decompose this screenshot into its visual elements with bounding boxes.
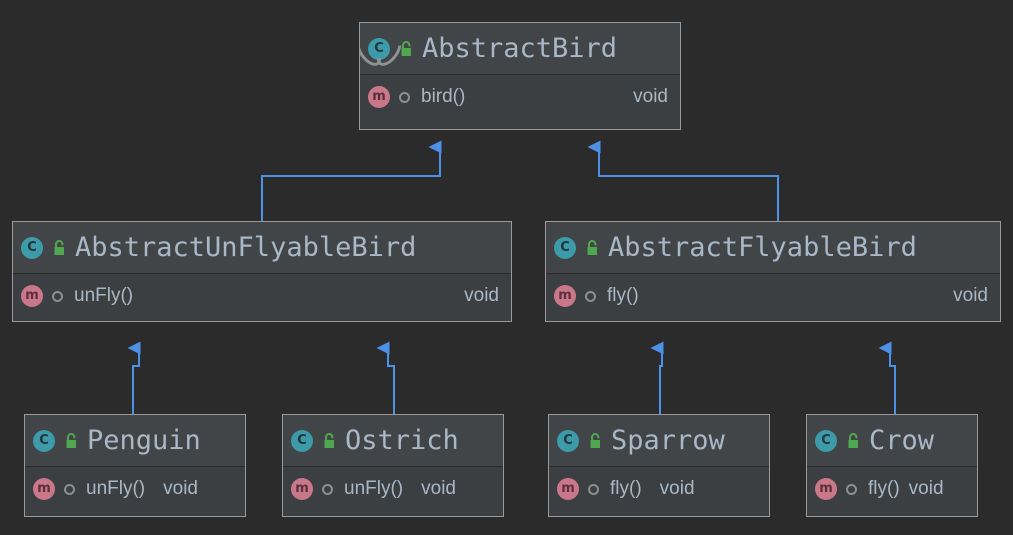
member-return-type: void — [953, 285, 988, 306]
member-row[interactable]: m unFly() void — [283, 467, 503, 511]
class-node-body: m unFly() void — [25, 467, 245, 511]
unlocked-padlock-icon — [588, 432, 603, 449]
class-node-abstract-bird[interactable]: C AbstractBird m bird() void — [359, 22, 681, 130]
member-row[interactable]: m unFly() void — [25, 467, 245, 511]
class-node-header: C Crow — [807, 415, 977, 467]
class-name: Penguin — [87, 425, 201, 456]
unlocked-padlock-icon — [399, 40, 414, 57]
class-node-header: C AbstractBird — [360, 23, 680, 75]
class-node-abstract-unflyable-bird[interactable]: C AbstractUnFlyableBird m unFly() void — [12, 221, 512, 322]
class-icon: C — [815, 429, 837, 452]
member-return-type: void — [633, 86, 668, 107]
class-name: AbstractFlyableBird — [608, 232, 917, 263]
circle-visibility-icon — [399, 91, 410, 103]
class-icon: C — [21, 236, 43, 259]
member-row[interactable]: m bird() void — [360, 75, 680, 119]
circle-visibility-icon — [52, 290, 63, 302]
member-return-type: void — [464, 285, 499, 306]
class-icon: C — [291, 429, 313, 452]
circle-visibility-icon — [64, 483, 75, 495]
class-node-body: m unFly() void — [13, 274, 511, 318]
unlocked-padlock-icon — [52, 239, 67, 256]
class-node-header: C Ostrich — [283, 415, 503, 467]
class-node-header: C Sparrow — [549, 415, 769, 467]
class-name: Sparrow — [611, 425, 725, 456]
member-row[interactable]: m fly() void — [546, 274, 1000, 318]
unlocked-padlock-icon — [322, 432, 337, 449]
edge-unflyable-to-bird[interactable] — [261, 140, 442, 221]
class-node-penguin[interactable]: C Penguin m unFly() void — [24, 414, 246, 517]
unlocked-padlock-icon — [846, 432, 861, 449]
member-row[interactable]: m fly() void — [807, 467, 977, 511]
method-icon: m — [291, 478, 313, 500]
class-node-header: C AbstractFlyableBird — [546, 222, 1000, 274]
method-icon: m — [368, 86, 390, 108]
method-icon: m — [557, 478, 579, 500]
class-icon: C — [557, 429, 579, 452]
unlocked-padlock-icon — [64, 432, 79, 449]
class-name: Crow — [869, 425, 935, 456]
member-name: bird() — [421, 86, 466, 107]
class-node-ostrich[interactable]: C Ostrich m unFly() void — [282, 414, 504, 517]
member-return-type: void — [163, 478, 198, 499]
class-node-body: m bird() void — [360, 75, 680, 119]
class-node-header: C Penguin — [25, 415, 245, 467]
edge-sparrow-to-flyable[interactable] — [650, 341, 664, 414]
member-row[interactable]: m unFly() void — [13, 274, 511, 318]
class-node-abstract-flyable-bird[interactable]: C AbstractFlyableBird m fly() void — [545, 221, 1001, 322]
class-node-body: m fly() void — [546, 274, 1000, 318]
class-node-body: m fly() void — [549, 467, 769, 511]
class-icon: C — [33, 429, 55, 452]
method-icon: m — [554, 285, 576, 307]
member-name: fly() — [868, 478, 900, 499]
class-node-crow[interactable]: C Crow m fly() void — [806, 414, 978, 517]
unlocked-padlock-icon — [585, 239, 600, 256]
class-node-body: m unFly() void — [283, 467, 503, 511]
member-name: unFly() — [86, 478, 146, 499]
circle-visibility-icon — [588, 483, 599, 495]
edge-crow-to-flyable[interactable] — [878, 341, 896, 414]
method-icon: m — [21, 285, 43, 307]
member-name: fly() — [607, 285, 639, 306]
circle-visibility-icon — [585, 290, 596, 302]
class-name: Ostrich — [345, 425, 459, 456]
method-icon: m — [815, 478, 837, 500]
edge-ostrich-to-unflyable[interactable] — [376, 341, 395, 414]
member-return-type: void — [659, 478, 695, 499]
edge-flyable-to-bird[interactable] — [587, 140, 779, 221]
member-name: unFly() — [74, 285, 134, 306]
circle-visibility-icon — [322, 483, 333, 495]
class-name: AbstractBird — [422, 33, 618, 64]
class-node-sparrow[interactable]: C Sparrow m fly() void — [548, 414, 770, 517]
class-name: AbstractUnFlyableBird — [75, 232, 417, 263]
class-node-body: m fly() void — [807, 467, 977, 511]
class-icon: C — [368, 37, 390, 60]
member-return-type: void — [908, 478, 944, 499]
class-node-header: C AbstractUnFlyableBird — [13, 222, 511, 274]
edge-penguin-to-unflyable[interactable] — [127, 341, 141, 414]
circle-visibility-icon — [846, 483, 857, 495]
class-icon: C — [554, 236, 576, 259]
method-icon: m — [33, 478, 55, 500]
member-row[interactable]: m fly() void — [549, 467, 769, 511]
member-name: fly() — [610, 478, 642, 499]
member-name: unFly() — [344, 478, 404, 499]
member-return-type: void — [421, 478, 456, 499]
